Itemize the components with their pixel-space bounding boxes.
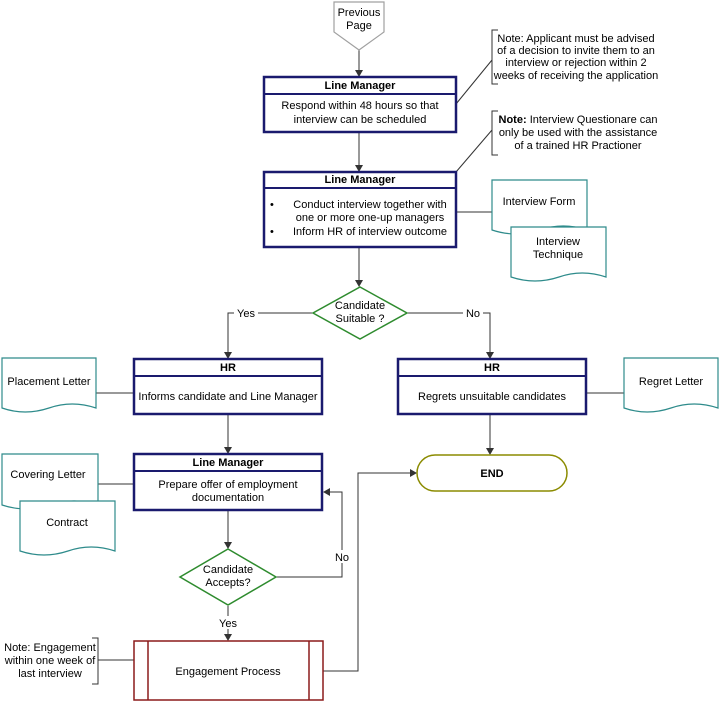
bullet: • <box>270 199 274 211</box>
arrowhead <box>355 280 363 287</box>
process-header: HR <box>484 362 500 374</box>
document-label: Placement Letter <box>7 376 90 388</box>
arrowhead <box>486 352 494 359</box>
process-text: Informs candidate and Line Manager <box>138 391 318 403</box>
process-header: HR <box>220 362 236 374</box>
decision-text: Candidate <box>203 564 253 576</box>
process-text: Prepare offer of employment <box>158 479 297 491</box>
decision-notice-note: Note: Applicant must be advised of a dec… <box>491 29 658 85</box>
contract-document[interactable]: Contract <box>19 500 116 556</box>
no-label: No <box>335 552 349 564</box>
note-line1-rest: Interview Questionare can <box>530 114 658 126</box>
note-line: last interview <box>18 668 82 680</box>
engagement-note: Note: Engagement within one week of last… <box>4 637 99 685</box>
arrowhead <box>323 488 330 496</box>
note-line: of a trained HR Practioner <box>514 140 642 152</box>
arrowhead <box>224 352 232 359</box>
label-backdrop <box>216 616 240 629</box>
connector-suitable-no <box>407 312 491 358</box>
previous-page-connector[interactable]: Previous Page <box>333 1 385 51</box>
process-text: interview can be scheduled <box>294 114 427 126</box>
arrowheads <box>224 70 494 641</box>
label-backdrop <box>332 550 352 563</box>
arrowhead <box>224 634 232 641</box>
note-line: of a decision to invite them to an <box>497 45 655 57</box>
process-text: Regrets unsuitable candidates <box>418 391 566 403</box>
document-label: Technique <box>533 249 583 261</box>
label-backdrop <box>234 306 258 319</box>
engagement-process-box[interactable]: Engagement Process <box>133 640 324 701</box>
document-label: Covering Letter <box>10 469 86 481</box>
note-line: interview or rejection within 2 <box>505 57 646 69</box>
note-line: Note: Applicant must be advised <box>497 33 654 45</box>
terminal-text: END <box>480 468 503 480</box>
process-text: Respond within 48 hours so that <box>281 100 438 112</box>
bullet: • <box>270 226 274 238</box>
arrowhead <box>410 469 417 477</box>
process-text: Conduct interview together with <box>293 199 446 211</box>
hr-informs-process-box[interactable]: HR Informs candidate and Line Manager <box>132 357 324 416</box>
regret-letter-document[interactable]: Regret Letter <box>623 357 719 413</box>
arrowhead <box>224 447 232 454</box>
process-text: Engagement Process <box>175 666 281 678</box>
label-backdrop <box>463 306 483 319</box>
note-bold-prefix: Note: <box>499 114 527 126</box>
arrowhead <box>486 448 494 455</box>
document-label: Contract <box>46 517 88 529</box>
decision-text: Suitable ? <box>336 313 385 325</box>
leader-questionnaire-note <box>455 129 493 173</box>
connector-accepts-no <box>276 491 343 578</box>
conduct-interview-process-box[interactable]: Line Manager • Conduct interview togethe… <box>262 170 458 249</box>
process-text: Inform HR of interview outcome <box>293 226 447 238</box>
no-label: No <box>466 308 480 320</box>
previous-page-line2: Page <box>346 20 372 32</box>
interview-technique-document[interactable]: Interview Technique <box>510 226 607 282</box>
connector-suitable-yes <box>227 312 313 358</box>
decision-text: Accepts? <box>205 577 250 589</box>
document-label: Interview <box>536 236 580 248</box>
candidate-suitable-decision[interactable]: Candidate Suitable ? <box>311 286 409 340</box>
process-text: one or more one-up managers <box>296 212 445 224</box>
candidate-accepts-decision[interactable]: Candidate Accepts? <box>178 548 278 606</box>
covering-letter-document[interactable]: Covering Letter <box>1 453 99 510</box>
note-line: Note: Interview Questionare can <box>499 114 658 126</box>
arrowhead <box>355 165 363 172</box>
interview-form-document[interactable]: Interview Form <box>491 179 588 235</box>
document-label: Regret Letter <box>639 376 704 388</box>
process-text: documentation <box>192 492 264 504</box>
note-line: only be used with the assistance <box>499 127 657 139</box>
decision-text: Candidate <box>335 300 385 312</box>
arrowhead <box>224 542 232 549</box>
process-header: Line Manager <box>193 457 265 469</box>
prepare-offer-process-box[interactable]: Line Manager Prepare offer of employment… <box>132 452 324 512</box>
document-label: Interview Form <box>503 196 576 208</box>
previous-page-line1: Previous <box>338 7 381 19</box>
yes-label: Yes <box>219 618 237 630</box>
process-header: Line Manager <box>325 80 397 92</box>
arrowhead <box>355 70 363 77</box>
connectors <box>96 50 624 672</box>
note-line: weeks of receiving the application <box>493 70 658 82</box>
hr-regrets-process-box[interactable]: HR Regrets unsuitable candidates <box>396 357 588 416</box>
questionnaire-note: Note: Interview Questionare can only be … <box>491 110 658 156</box>
placement-letter-document[interactable]: Placement Letter <box>1 357 97 413</box>
connector-engagement-to-end <box>323 472 416 672</box>
process-header: Line Manager <box>325 174 397 186</box>
respond-process-box[interactable]: Line Manager Respond within 48 hours so … <box>262 75 458 134</box>
note-line: within one week of <box>4 655 96 667</box>
yes-label: Yes <box>237 308 255 320</box>
end-terminal[interactable]: END <box>416 454 568 492</box>
leader-decision-note <box>455 59 493 105</box>
note-line: Note: Engagement <box>4 642 96 654</box>
